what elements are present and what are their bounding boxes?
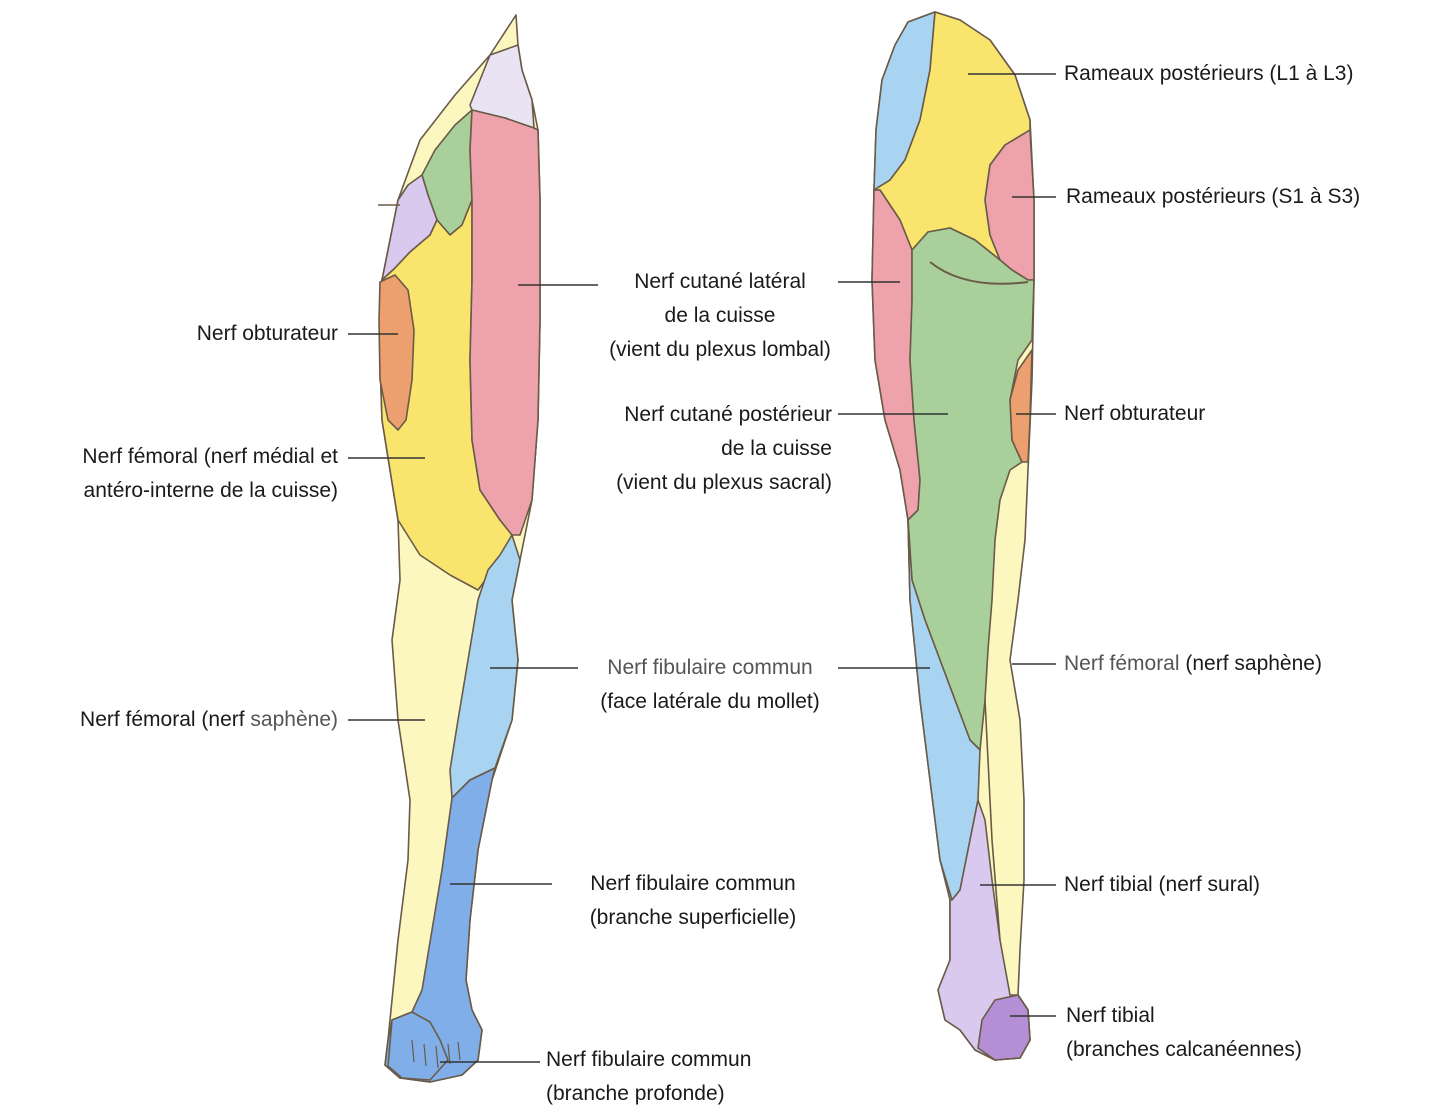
label-tibial-sural-text: Nerf tibial (nerf sural) bbox=[1064, 868, 1384, 902]
label-cutane-lateral-line3: (vient du plexus lombal) bbox=[560, 333, 880, 367]
label-fibulaire-lateral-line2: (face latérale du mollet) bbox=[560, 685, 860, 719]
label-front-obturateur: Nerf obturateur bbox=[60, 317, 338, 351]
label-back-obturateur-text: Nerf obturateur bbox=[1064, 397, 1364, 431]
label-tibial-calc-line1: Nerf tibial bbox=[1066, 999, 1386, 1033]
label-front-obturateur-text: Nerf obturateur bbox=[60, 317, 338, 351]
label-front-femoral-medial-line2: antéro-interne de la cuisse) bbox=[0, 474, 338, 508]
label-cutane-posterieur-line1: Nerf cutané postérieur bbox=[520, 398, 832, 432]
label-cutane-posterieur-line3: (vient du plexus sacral) bbox=[520, 466, 832, 500]
label-front-femoral-medial-line1: Nerf fémoral (nerf médial et bbox=[0, 440, 338, 474]
label-back-femoral-saphene-line: Nerf fémoral (nerf saphène) bbox=[1064, 647, 1404, 681]
label-tibial-calc-line2: (branches calcanéennes) bbox=[1066, 1033, 1386, 1067]
label-tibial-calc: Nerf tibial (branches calcanéennes) bbox=[1066, 999, 1386, 1067]
label-fibulaire-profonde-line2: (branche profonde) bbox=[546, 1077, 846, 1111]
label-cutane-lateral: Nerf cutané latéral de la cuisse (vient … bbox=[560, 265, 880, 367]
back-leg bbox=[872, 12, 1034, 1060]
front-leg bbox=[378, 15, 540, 1082]
label-fibulaire-profonde: Nerf fibulaire commun (branche profonde) bbox=[546, 1043, 846, 1111]
label-front-femoral-medial: Nerf fémoral (nerf médial et antéro-inte… bbox=[0, 440, 338, 508]
label-fibulaire-lateral: Nerf fibulaire commun (face latérale du … bbox=[560, 651, 860, 719]
label-back-femoral-saphene-a: Nerf fémoral bbox=[1064, 652, 1185, 675]
label-fibulaire-lateral-line1: Nerf fibulaire commun bbox=[560, 651, 860, 685]
label-fibulaire-superficielle-line2: (branche superficielle) bbox=[548, 901, 838, 935]
label-fibulaire-superficielle-line1: Nerf fibulaire commun bbox=[548, 867, 838, 901]
label-back-femoral-saphene-b: (nerf saphène) bbox=[1185, 652, 1322, 675]
label-cutane-lateral-line2: de la cuisse bbox=[560, 299, 880, 333]
label-back-femoral-saphene: Nerf fémoral (nerf saphène) bbox=[1064, 647, 1404, 681]
label-rameaux-S-text: Rameaux postérieurs (S1 à S3) bbox=[1066, 180, 1441, 214]
label-front-femoral-saphene-line: Nerf fémoral (nerf saphène) bbox=[0, 703, 338, 737]
label-fibulaire-superficielle: Nerf fibulaire commun (branche superfici… bbox=[548, 867, 838, 935]
label-tibial-sural: Nerf tibial (nerf sural) bbox=[1064, 868, 1384, 902]
label-cutane-posterieur-line2: de la cuisse bbox=[520, 432, 832, 466]
label-rameaux-S: Rameaux postérieurs (S1 à S3) bbox=[1066, 180, 1441, 214]
label-fibulaire-profonde-line1: Nerf fibulaire commun bbox=[546, 1043, 846, 1077]
label-rameaux-L: Rameaux postérieurs (L1 à L3) bbox=[1064, 57, 1434, 91]
label-front-femoral-saphene-a: Nerf fémoral (nerf bbox=[80, 708, 250, 731]
label-front-femoral-saphene-b: saphène) bbox=[250, 708, 338, 731]
label-back-obturateur: Nerf obturateur bbox=[1064, 397, 1364, 431]
label-cutane-lateral-line1: Nerf cutané latéral bbox=[560, 265, 880, 299]
label-cutane-posterieur: Nerf cutané postérieur de la cuisse (vie… bbox=[520, 398, 832, 500]
label-front-femoral-saphene: Nerf fémoral (nerf saphène) bbox=[0, 703, 338, 737]
label-rameaux-L-text: Rameaux postérieurs (L1 à L3) bbox=[1064, 57, 1434, 91]
